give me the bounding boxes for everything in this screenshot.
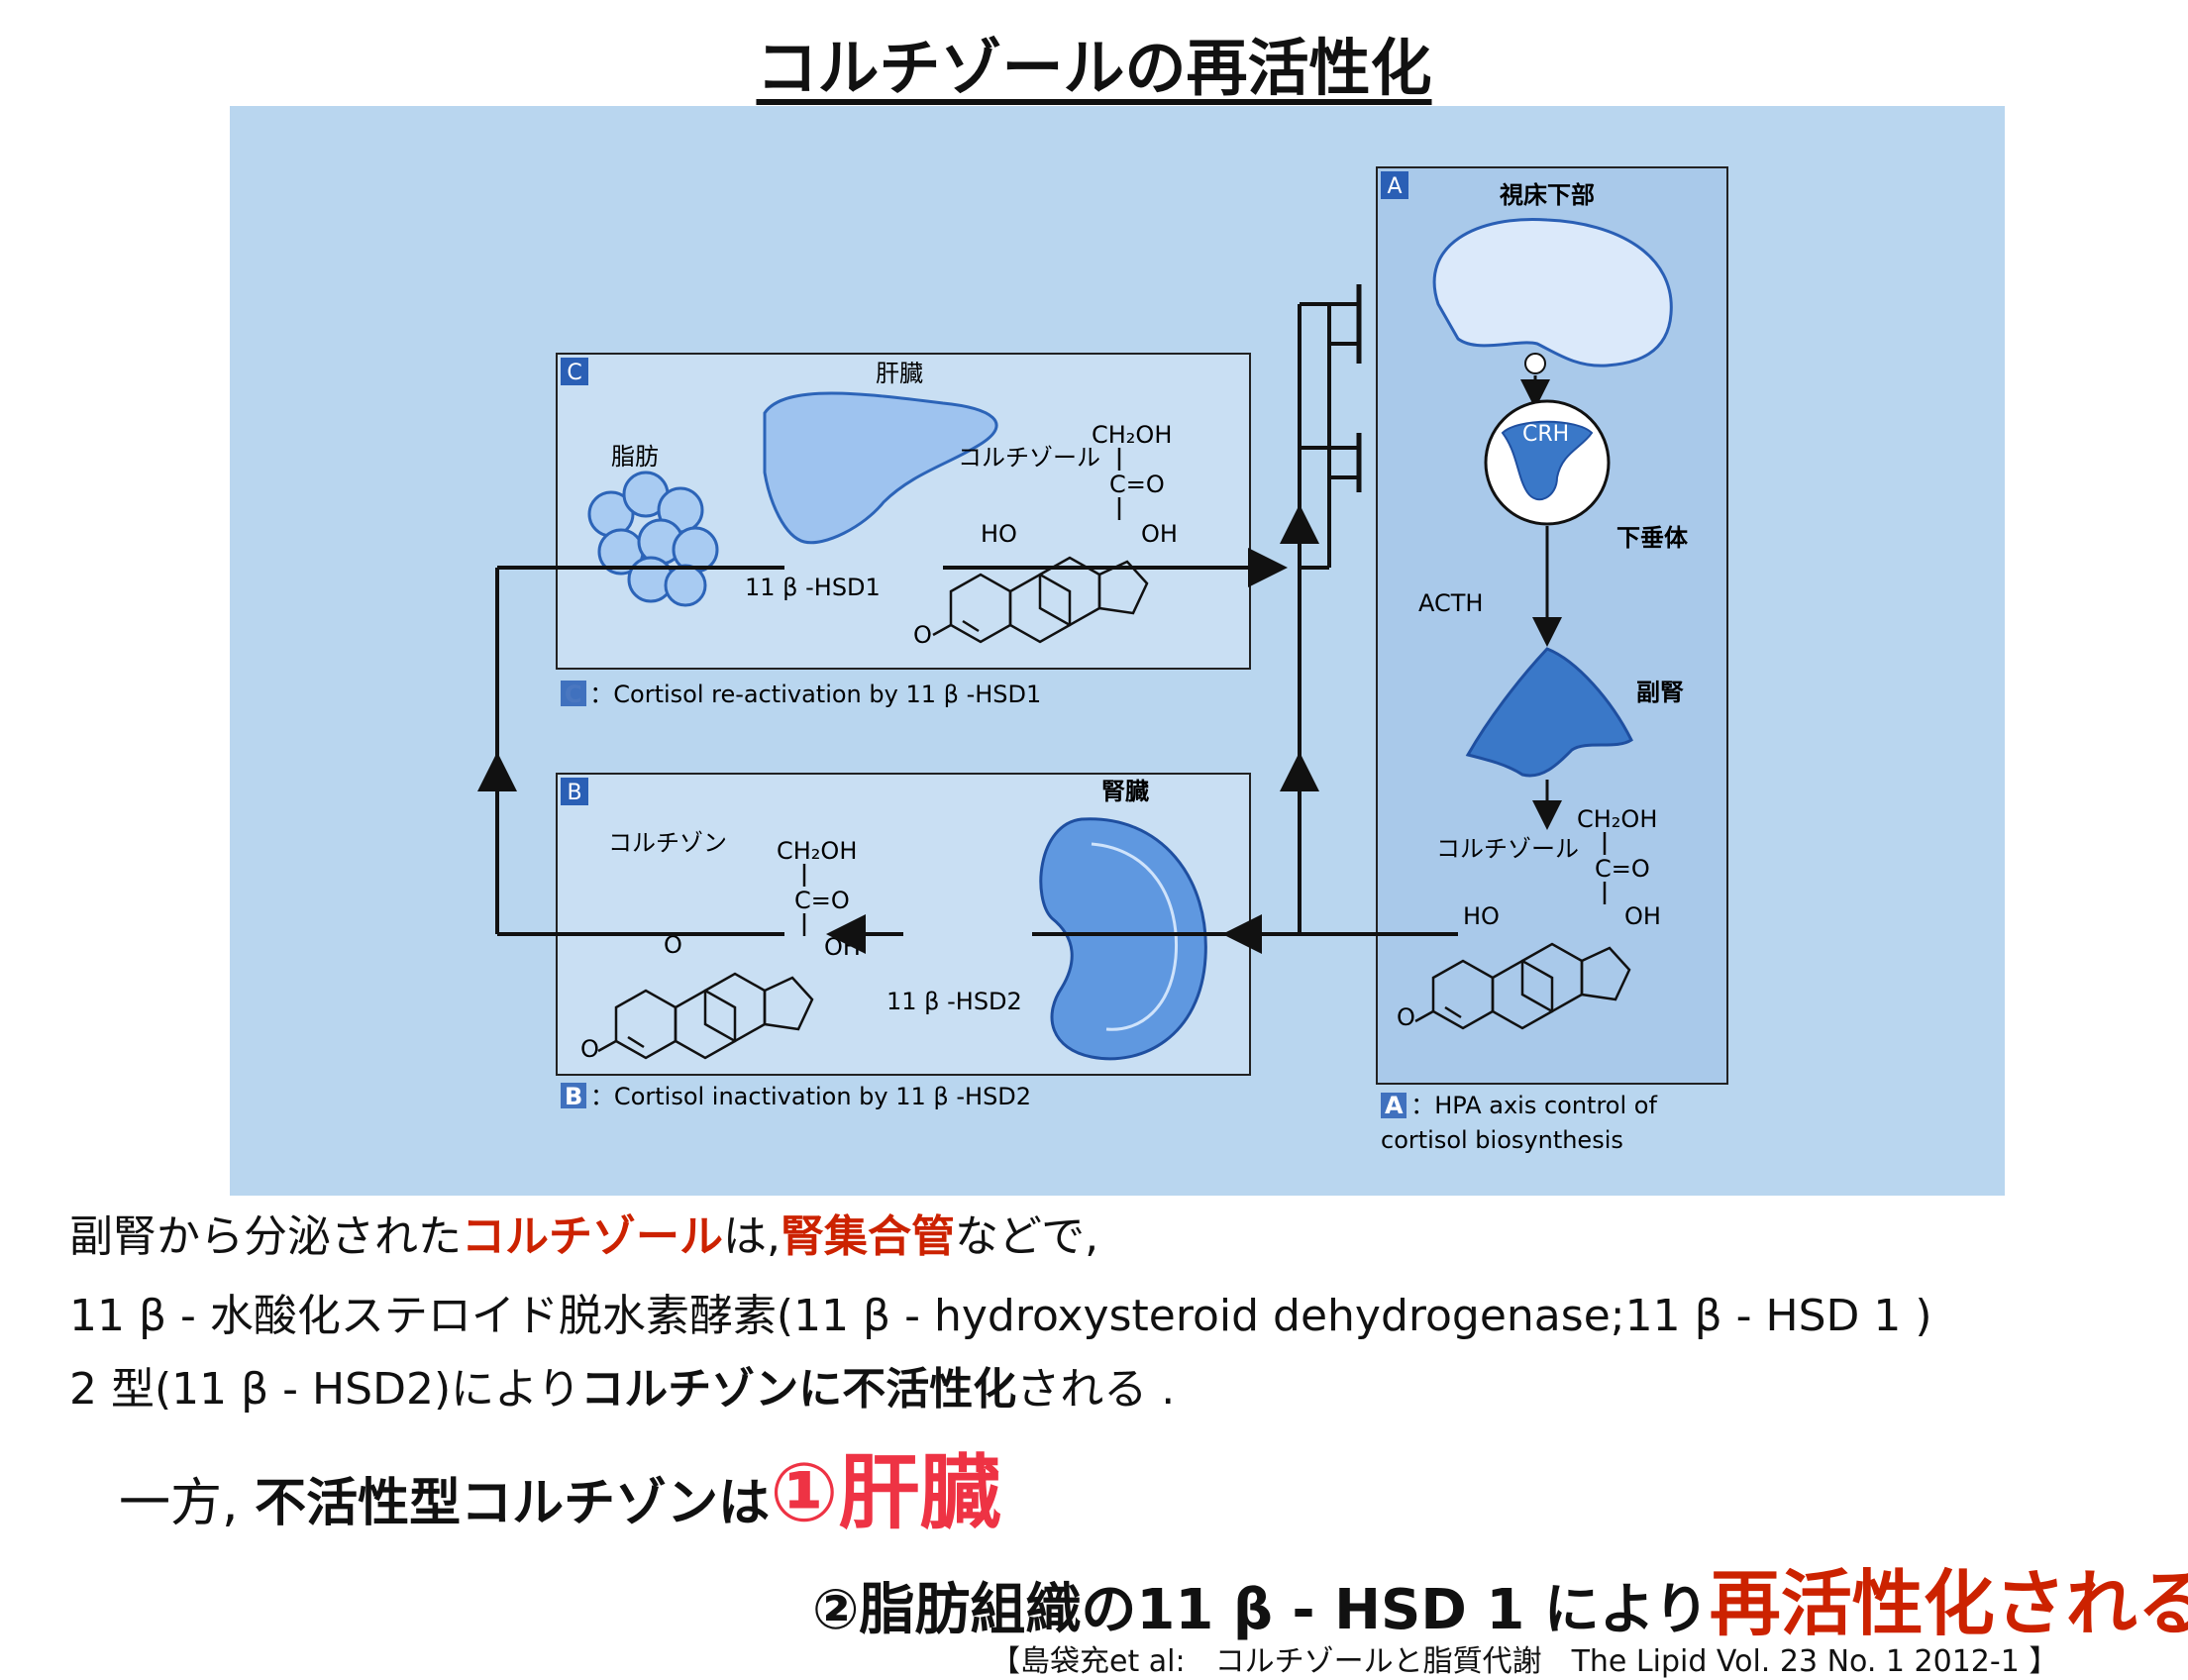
panel-c-cortisol-label: コルチゾール <box>958 444 1100 472</box>
hypothalamus-label: 視床下部 <box>1499 181 1595 209</box>
chem-ch2oh: CH₂OH <box>1577 805 1657 833</box>
hsd1-label: 11 β -HSD1 <box>745 574 881 601</box>
line5-part-a: ②脂肪組織の11 β - HSD 1 により <box>812 1578 1710 1642</box>
panel-c-steroid: O HO OH C=O CH₂OH <box>913 421 1178 649</box>
fat-cells-illustration <box>587 471 719 607</box>
line4-inactive-cortisone: 不活性型コルチゾンは <box>255 1474 771 1533</box>
line1-part-c: は, <box>723 1211 781 1262</box>
panel-a: A 視床下部 CRH 下垂体 ACTH 副腎 コルチゾール O HO OH C=… <box>1376 166 1728 1154</box>
chem-o: O <box>580 1035 599 1063</box>
panel-a-cortisol-label: コルチゾール <box>1436 835 1579 863</box>
crh-label: CRH <box>1522 422 1569 447</box>
panel-a-caption-letter: A <box>1385 1092 1404 1119</box>
panel-b-caption-letter: B <box>565 1083 582 1110</box>
panel-a-caption-line1: A ：HPA axis control of <box>1385 1092 1657 1119</box>
line4-part-a: 一方, <box>119 1474 256 1533</box>
panel-b-caption-badge <box>561 1083 586 1108</box>
page-title: コルチゾールの再活性化 <box>756 32 1432 104</box>
panel-a-badge <box>1381 171 1408 199</box>
chem-co: C=O <box>794 887 850 914</box>
panel-c: C 肝臓 脂肪 コルチゾール 11 β -HSD1 O HO OH C=O CH… <box>556 353 1251 670</box>
panel-b: B 腎臓 コルチゾン 11 β -HSD2 O O OH C=O CH₂OH <box>556 773 1251 1076</box>
line1-part-e: などで, <box>955 1211 1099 1262</box>
panel-b-steroid: O O OH C=O CH₂OH <box>580 837 861 1063</box>
chem-ch2oh: CH₂OH <box>777 837 857 865</box>
panel-a-caption-badge <box>1381 1093 1407 1118</box>
adrenal-label: 副腎 <box>1636 679 1684 706</box>
kidney-label: 腎臓 <box>1101 778 1149 805</box>
pathway-arrows <box>477 284 1458 954</box>
chem-oh: OH <box>1624 902 1661 930</box>
chem-ho: HO <box>981 520 1017 548</box>
panel-c-badge <box>561 358 588 385</box>
brain-illustration <box>1432 217 1673 368</box>
panel-a-caption-line2: cortisol biosynthesis <box>1381 1126 1623 1154</box>
line1-cortisol: コルチゾール <box>462 1211 723 1262</box>
adrenal-illustration <box>1465 647 1633 778</box>
chem-o-11: O <box>664 931 682 959</box>
panel-c-caption: C ：Cortisol re-activation by 11 β -HSD1 <box>565 681 1041 708</box>
body-line-1: 副腎から分泌されたコルチゾールは,腎集合管などで, <box>69 1201 1098 1264</box>
chem-o: O <box>1397 1003 1415 1031</box>
citation: 【島袋充et al: コルチゾールと脂質代謝 The Lipid Vol. 23… <box>990 1644 2059 1679</box>
panel-b-caption: B ：Cortisol inactivation by 11 β -HSD2 <box>565 1083 1031 1110</box>
chem-co: C=O <box>1595 855 1650 883</box>
kidney-illustration <box>1039 817 1207 1061</box>
panel-b-letter: B <box>567 781 581 805</box>
acth-label: ACTH <box>1418 589 1483 617</box>
cortisone-label: コルチゾン <box>608 829 727 857</box>
line3-inactivation: コルチゾンに不活性化 <box>580 1364 1017 1415</box>
line1-part-a: 副腎から分泌された <box>69 1211 462 1262</box>
panel-a-letter: A <box>1387 174 1402 199</box>
liver-label: 肝臓 <box>876 360 923 387</box>
line5-reactivated: 再活性化される <box>1709 1562 2188 1645</box>
fat-label: 脂肪 <box>611 443 659 471</box>
hsd2-label: 11 β -HSD2 <box>886 988 1022 1015</box>
panel-c-letter: C <box>567 361 581 385</box>
cortisol-reactivation-diagram: C 肝臓 脂肪 コルチゾール 11 β -HSD1 O HO OH C=O CH… <box>230 106 2005 1196</box>
chem-oh: OH <box>1141 520 1178 548</box>
hypothalamus-marker <box>1524 353 1546 374</box>
panel-c-caption-text: ：Cortisol re-activation by 11 β -HSD1 <box>589 681 1041 708</box>
body-line-2: 11 β - 水酸化ステロイド脱水素酵素(11 β - hydroxystero… <box>69 1291 1932 1341</box>
line4-liver: ①肝臓 <box>770 1446 1001 1540</box>
body-line-3: 2 型(11 β - HSD2)によりコルチゾンに不活性化される . <box>69 1353 1175 1417</box>
chem-oh: OH <box>824 933 861 961</box>
body-line-5: ②脂肪組織の11 β - HSD 1 により再活性化される <box>812 1545 2188 1649</box>
panel-a-caption-text: ：HPA axis control of <box>1410 1092 1657 1119</box>
line1-collecting-duct: 腎集合管 <box>781 1211 955 1262</box>
panel-b-badge <box>561 778 588 805</box>
chem-ch2oh: CH₂OH <box>1092 421 1172 449</box>
liver-illustration <box>763 391 998 545</box>
chem-co: C=O <box>1109 471 1165 498</box>
panel-a-steroid: O HO OH C=O CH₂OH <box>1397 805 1661 1031</box>
body-line-4: 一方, 不活性型コルチゾンは①肝臓 <box>119 1426 1001 1544</box>
chem-o: O <box>913 621 932 649</box>
chem-ho: HO <box>1463 902 1500 930</box>
panel-b-caption-text: ：Cortisol inactivation by 11 β -HSD2 <box>590 1083 1031 1110</box>
line3-part-a: 2 型(11 β - HSD2)により <box>69 1364 581 1415</box>
panel-c-caption-badge <box>561 681 586 706</box>
line3-part-c: される . <box>1016 1364 1176 1415</box>
pituitary-label: 下垂体 <box>1616 524 1689 552</box>
